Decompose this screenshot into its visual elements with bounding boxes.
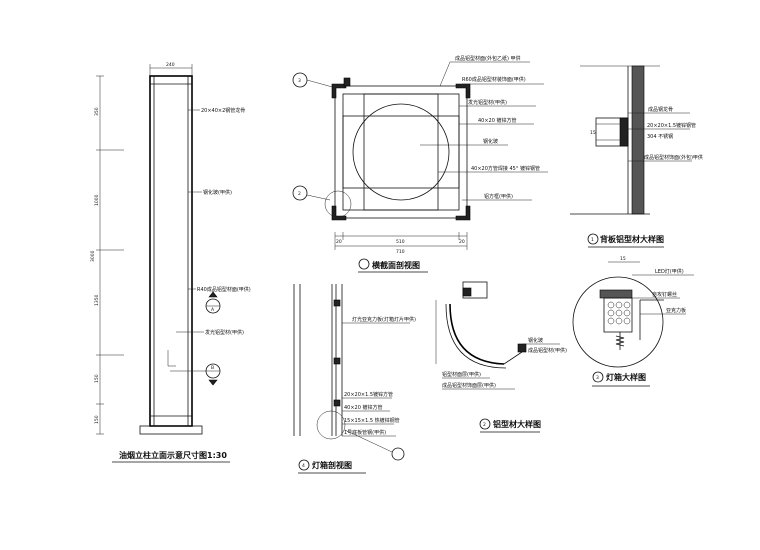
detail-3-callout-circle xyxy=(572,276,664,368)
elevation-title: 油烟立柱立面示意尺寸图1:30 xyxy=(119,450,227,460)
detail-4-note-4: 15×15×1.5 热镀锌钢管 xyxy=(344,417,400,424)
detail-1-marker xyxy=(587,233,599,245)
detail-1-dim: 15 xyxy=(590,130,596,136)
detail-3-note-3: 亚克力板 xyxy=(666,307,686,314)
detail-3-marker-label: 3 xyxy=(596,375,599,381)
detail-4-note-5: 1号底板管钢(甲供) xyxy=(344,429,386,436)
detail-3-marker xyxy=(592,371,604,383)
cross-section-view: 3 2 20 510 20 710 成品铝型材面(外包乙纸) 甲供 R60成品铝… xyxy=(292,55,548,273)
detail-2-title: 铝型材大样图 xyxy=(493,419,541,429)
elevation-seg-dim-1: 350 xyxy=(94,107,100,116)
detail-2-note-2: 成品铝型材(甲供) xyxy=(528,347,567,354)
detail-1-note-4: 成品铝型材饰面(外包)甲供 xyxy=(644,154,703,161)
detail-3-dim: 15 xyxy=(620,256,626,262)
section-note-5: 钢化玻 xyxy=(483,138,498,145)
section-dim-total: 710 xyxy=(396,249,405,255)
elevation-width-dim: 240 xyxy=(166,62,175,68)
section-note-3: 发光铝型材(甲供) xyxy=(468,99,507,106)
section-dim-right: 20 xyxy=(459,239,465,245)
detail-2-note-3: 铝型材面层(甲供) xyxy=(442,371,481,378)
section-note-6: 40×20方管焊接 45° 镀锌钢管 xyxy=(471,165,540,172)
elevation-total-height: 3000 xyxy=(90,250,96,262)
detail-3-note-1: LED灯(甲供) xyxy=(655,268,684,275)
detail-4-view: 灯光亚克力板(灯箱灯片甲供) 20×20×1.5镀锌方管 40×20 镀锌方管 … xyxy=(293,284,416,474)
detail-3-title: 灯箱大样图 xyxy=(606,372,646,382)
elevation-seg-dim-3: 1350 xyxy=(94,294,100,306)
detail-4-title: 灯箱剖视图 xyxy=(312,460,352,470)
post-outline xyxy=(149,75,193,427)
detail-4-marker xyxy=(298,459,310,471)
section-note-1: 成品铝型材面(外包乙纸) 甲供 xyxy=(455,55,521,62)
detail-3-view: 15 LED灯(甲供) 自攻钉螺丝 亚克力板 3 灯箱大样图 xyxy=(572,256,694,387)
detail-1-note-1: 成品钢龙骨 xyxy=(648,106,673,113)
section-dim-middle: 510 xyxy=(396,239,405,245)
section-marker-a-label: A xyxy=(211,307,215,313)
detail-4-note-1: 灯光亚克力板(灯箱灯片甲供) xyxy=(352,316,416,323)
detail-marker-3-label: 3 xyxy=(298,78,301,84)
elevation-note-3: R40成品铝型材面(甲供) xyxy=(197,286,251,293)
detail-2-marker xyxy=(479,418,491,430)
cross-section-glass-circle xyxy=(352,103,450,201)
detail-2-marker-label: 2 xyxy=(483,422,486,428)
section-dim-left: 20 xyxy=(336,239,342,245)
elevation-note-1: 20×40×2钢管龙骨 xyxy=(201,107,245,114)
section-note-7: 铝方框(甲供) xyxy=(484,193,513,200)
section-note-2: R60成品铝型材装饰面(甲供) xyxy=(462,76,526,83)
detail-2-note-1: 钢化玻 xyxy=(528,337,543,344)
detail-1-title: 背板铝型材大样图 xyxy=(600,234,664,244)
section-title: 横截面剖视图 xyxy=(372,260,420,270)
elevation-note-4: 发光铝型材(甲供) xyxy=(205,329,244,336)
section-note-4: 40×20 镀锌方管 xyxy=(478,117,517,124)
detail-1-view: 15 成品钢龙骨 20×20×1.5镀锌钢管 304 不锈钢 成品铝型材饰面(外… xyxy=(570,65,703,248)
detail-3-note-2: 自攻钉螺丝 xyxy=(652,291,677,298)
elevation-seg-dim-4: 150 xyxy=(94,374,100,383)
detail-1-wall xyxy=(631,65,645,215)
detail-marker-2 xyxy=(292,185,308,201)
detail-3-led-rods xyxy=(607,301,631,325)
detail-marker-2-label: 2 xyxy=(298,191,301,197)
detail-4-note-2: 20×20×1.5镀锌方管 xyxy=(344,391,393,398)
detail-4-marker-label: 4 xyxy=(302,463,305,469)
detail-1-marker-label: 1 xyxy=(591,237,594,243)
elevation-note-2: 钢化玻(甲供) xyxy=(203,189,232,196)
detail-2-view: 钢化玻 成品铝型材(甲供) 铝型材面层(甲供) 成品铝型材饰面层(甲供) 2 铝… xyxy=(435,281,567,433)
elevation-seg-dim-5: 150 xyxy=(94,415,100,424)
detail-2-note-4: 成品铝型材饰面层(甲供) xyxy=(442,382,496,389)
section-marker-b-label: B xyxy=(211,365,214,371)
post-base xyxy=(139,425,203,435)
detail-1-note-2: 20×20×1.5镀锌钢管 xyxy=(647,122,696,129)
elevation-seg-dim-2: 1000 xyxy=(94,194,100,206)
detail-1-note-3: 304 不锈钢 xyxy=(647,133,673,140)
detail-4-note-3: 40×20 镀锌方管 xyxy=(344,404,383,411)
elevation-view: 240 3000 350 1000 1350 150 150 20×40×2钢管… xyxy=(90,62,251,463)
